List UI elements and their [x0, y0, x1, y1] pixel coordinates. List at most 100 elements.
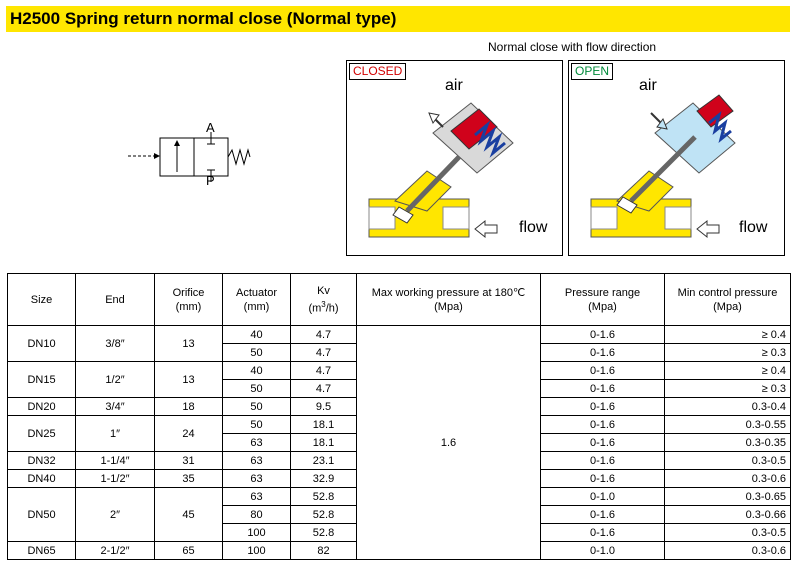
- cell-actuator: 50: [222, 379, 291, 398]
- cell-actuator: 50: [222, 343, 291, 362]
- cell-size: DN15: [7, 361, 76, 398]
- cell-pressure-range: 0-1.0: [540, 541, 665, 560]
- cell-kv: 23.1: [290, 451, 357, 470]
- cell-size: DN25: [7, 415, 76, 452]
- cell-actuator: 63: [222, 451, 291, 470]
- cell-end: 1″: [75, 415, 155, 452]
- cell-max-pressure: 1.6: [356, 325, 541, 560]
- closed-flow-label: flow: [519, 219, 548, 236]
- open-valve-icon: [590, 94, 736, 239]
- cell-size: DN50: [7, 487, 76, 542]
- cell-pressure-range: 0-1.6: [540, 397, 665, 416]
- port-p-label: P: [206, 173, 215, 188]
- cell-kv: 52.8: [290, 523, 357, 542]
- cell-actuator: 100: [222, 523, 291, 542]
- cell-actuator: 63: [222, 433, 291, 452]
- cell-min-control: ≥ 0.3: [664, 379, 791, 398]
- cell-size: DN32: [7, 451, 76, 470]
- cell-min-control: 0.3-0.6: [664, 541, 791, 560]
- closed-tag: CLOSED: [349, 63, 407, 80]
- closed-air-label: air: [445, 77, 463, 94]
- table-header-row: Size End Orifice(mm) Actuator(mm) Kv(m3/…: [7, 273, 791, 326]
- cell-pressure-range: 0-1.6: [540, 343, 665, 362]
- cell-pressure-range: 0-1.6: [540, 469, 665, 488]
- cell-size: DN10: [7, 325, 76, 362]
- cell-min-control: ≥ 0.4: [664, 325, 791, 344]
- cell-pressure-range: 0-1.6: [540, 361, 665, 380]
- cell-actuator: 63: [222, 487, 291, 506]
- cell-orifice: 65: [154, 541, 223, 560]
- header-end: End: [75, 273, 155, 326]
- header-pressure-range: Pressure range(Mpa): [540, 273, 665, 326]
- header-actuator: Actuator(mm): [222, 273, 291, 326]
- cell-min-control: 0.3-0.35: [664, 433, 791, 452]
- cell-kv: 18.1: [290, 415, 357, 434]
- diagram-subtitle: Normal close with flow direction: [488, 40, 657, 54]
- cell-orifice: 18: [154, 397, 223, 416]
- cell-min-control: 0.3-0.4: [664, 397, 791, 416]
- cell-pressure-range: 0-1.6: [540, 379, 665, 398]
- cell-size: DN65: [7, 541, 76, 560]
- cell-orifice: 24: [154, 415, 223, 452]
- cell-pressure-range: 0-1.6: [540, 451, 665, 470]
- open-tag: OPEN: [571, 63, 614, 80]
- port-a-label: A: [206, 120, 215, 135]
- cell-orifice: 13: [154, 361, 223, 398]
- title-bar: H2500 Spring return normal close (Normal…: [6, 6, 790, 32]
- cell-actuator: 100: [222, 541, 291, 560]
- cell-min-control: ≥ 0.4: [664, 361, 791, 380]
- valve-symbol-icon: [128, 132, 251, 182]
- cell-pressure-range: 0-1.6: [540, 523, 665, 542]
- cell-end: 1-1/2″: [75, 469, 155, 488]
- cell-size: DN20: [7, 397, 76, 416]
- cell-end: 3/8″: [75, 325, 155, 362]
- cell-kv: 4.7: [290, 361, 357, 380]
- page-title: H2500 Spring return normal close (Normal…: [10, 9, 397, 28]
- header-kv: Kv(m3/h): [290, 273, 357, 326]
- cell-actuator: 40: [222, 361, 291, 380]
- cell-orifice: 35: [154, 469, 223, 488]
- cell-actuator: 80: [222, 505, 291, 524]
- cell-kv: 52.8: [290, 487, 357, 506]
- cell-min-control: 0.3-0.65: [664, 487, 791, 506]
- cell-min-control: 0.3-0.6: [664, 469, 791, 488]
- cell-size: DN40: [7, 469, 76, 488]
- cell-end: 2″: [75, 487, 155, 542]
- cell-actuator: 50: [222, 415, 291, 434]
- header-min-control: Min control pressure(Mpa): [664, 273, 791, 326]
- header-orifice: Orifice(mm): [154, 273, 223, 326]
- open-air-label: air: [639, 77, 657, 94]
- header-size: Size: [7, 273, 76, 326]
- spec-table: Size End Orifice(mm) Actuator(mm) Kv(m3/…: [7, 273, 791, 560]
- cell-kv: 82: [290, 541, 357, 560]
- cell-orifice: 31: [154, 451, 223, 470]
- cell-orifice: 13: [154, 325, 223, 362]
- cell-pressure-range: 0-1.6: [540, 325, 665, 344]
- cell-min-control: 0.3-0.55: [664, 415, 791, 434]
- closed-valve-icon: [368, 102, 514, 239]
- cell-pressure-range: 0-1.6: [540, 505, 665, 524]
- open-valve-panel: OPEN air flow: [568, 60, 785, 256]
- header-max-pressure: Max working pressure at 180℃(Mpa): [356, 273, 541, 326]
- cell-end: 3/4″: [75, 397, 155, 416]
- cell-actuator: 40: [222, 325, 291, 344]
- cell-end: 1-1/4″: [75, 451, 155, 470]
- cell-kv: 9.5: [290, 397, 357, 416]
- cell-kv: 4.7: [290, 325, 357, 344]
- cell-end: 1/2″: [75, 361, 155, 398]
- cell-min-control: 0.3-0.5: [664, 451, 791, 470]
- cell-kv: 32.9: [290, 469, 357, 488]
- closed-valve-panel: CLOSED air flow: [346, 60, 563, 256]
- valve-symbol: A P: [128, 120, 258, 195]
- cell-pressure-range: 0-1.6: [540, 415, 665, 434]
- cell-orifice: 45: [154, 487, 223, 542]
